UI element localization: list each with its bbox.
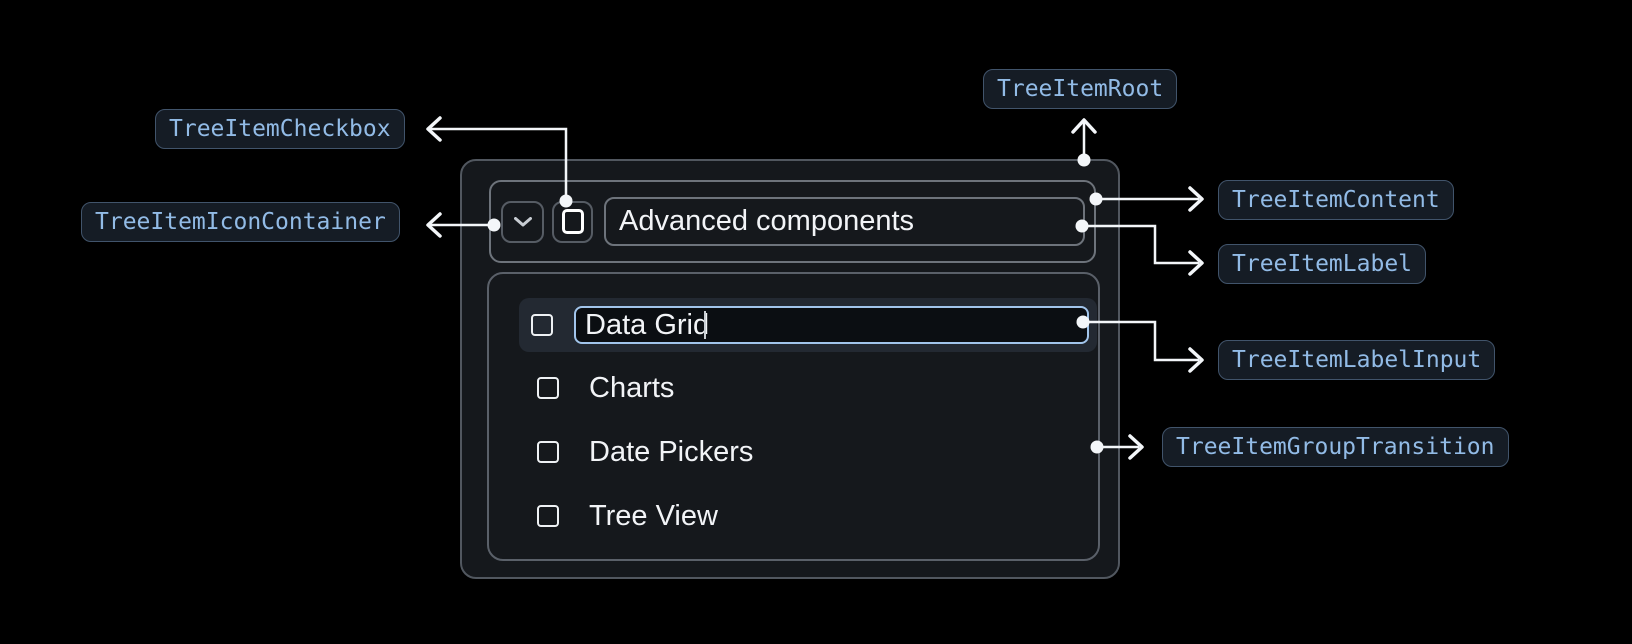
- tree-item-checkbox[interactable]: [552, 200, 593, 243]
- annotation-tree-item-checkbox: TreeItemCheckbox: [155, 109, 405, 149]
- tree-item-label-input-wrap: [574, 306, 1089, 344]
- expand-button[interactable]: [501, 200, 544, 243]
- checkbox-unchecked-icon[interactable]: [537, 377, 559, 399]
- tree-item-label: Tree View: [589, 499, 718, 532]
- tree-item-row[interactable]: Charts: [537, 356, 1077, 420]
- checkbox-unchecked-icon[interactable]: [531, 314, 553, 336]
- annotation-tree-item-group-transition: TreeItemGroupTransition: [1162, 427, 1509, 467]
- annotation-tree-item-content: TreeItemContent: [1218, 180, 1454, 220]
- tree-item-root: Advanced components Charts Date Pickers: [460, 159, 1120, 579]
- tree-item-label-input[interactable]: [576, 308, 1087, 342]
- tree-item-row[interactable]: Date Pickers: [537, 420, 1077, 484]
- annotation-tree-item-label-input: TreeItemLabelInput: [1218, 340, 1496, 380]
- parent-item-label: Advanced components: [619, 205, 915, 237]
- chevron-down-icon: [513, 216, 532, 226]
- tree-item-group-transition: Charts Date Pickers Tree View: [487, 272, 1100, 561]
- tree-item-row-editing[interactable]: [519, 298, 1097, 352]
- annotation-tree-item-icon-container: TreeItemIconContainer: [81, 202, 400, 242]
- annotation-tree-item-root: TreeItemRoot: [983, 69, 1178, 109]
- annotation-tree-item-label: TreeItemLabel: [1218, 244, 1427, 284]
- checkbox-unchecked-icon: [561, 209, 584, 234]
- text-cursor: [704, 311, 706, 339]
- tree-item-content[interactable]: Advanced components: [489, 180, 1096, 263]
- checkbox-unchecked-icon[interactable]: [537, 505, 559, 527]
- tree-item-label: Advanced components: [604, 197, 1085, 246]
- tree-item-row[interactable]: Tree View: [537, 484, 1077, 548]
- tree-item-label: Charts: [589, 371, 675, 404]
- checkbox-unchecked-icon[interactable]: [537, 441, 559, 463]
- tree-item-label: Date Pickers: [589, 435, 754, 468]
